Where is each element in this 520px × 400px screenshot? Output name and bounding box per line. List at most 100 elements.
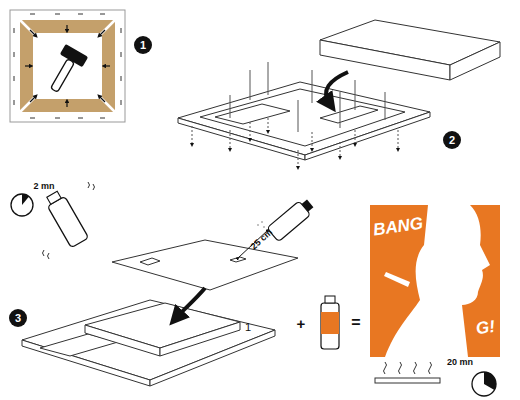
shaken-spray-can — [47, 191, 61, 204]
spray-dots — [257, 221, 265, 228]
lower-frame-with-board — [85, 325, 160, 356]
spray-can — [302, 200, 314, 212]
canvas-frame-top-view — [66, 25, 67, 31]
timer-icon — [22, 194, 29, 205]
canvas-frame-top-view — [30, 118, 35, 119]
canvas-frame-top-view — [10, 10, 125, 122]
canvas-frame-top-view — [25, 25, 110, 107]
canvas-frame-top-view — [14, 14, 121, 118]
canvas-frame-top-view — [55, 14, 60, 15]
distance-label: 25 cm — [250, 227, 275, 251]
heat-plate — [375, 378, 440, 383]
canvas-frame-top-view — [25, 65, 31, 66]
canvas-frame-top-view — [99, 30, 105, 36]
step-badge — [443, 131, 461, 149]
canvas-frame-top-view — [43, 44, 89, 97]
nail-guides — [385, 92, 386, 120]
canvas-frame-top-view — [55, 118, 60, 119]
canvas-frame-top-view — [78, 14, 83, 15]
canvas-frame-top-view — [51, 59, 75, 92]
callout-number: 2 — [449, 135, 455, 146]
finished-poster — [370, 205, 500, 357]
spray-dots — [257, 224, 259, 226]
canvas-frame-top-view — [30, 30, 36, 36]
nail-guides — [340, 92, 341, 128]
frame-and-board — [178, 20, 500, 160]
shaken-spray-can — [43, 189, 88, 247]
nail-guides — [268, 118, 269, 132]
canvas-frame-top-view — [14, 100, 15, 105]
canvas-frame-top-view — [20, 20, 40, 40]
operator-sign: = — [351, 315, 360, 331]
lower-frame-with-board — [22, 300, 275, 380]
canvas-frame-top-view — [121, 52, 122, 57]
frame-and-board — [450, 42, 500, 80]
finished-poster — [370, 205, 500, 357]
nail-guides — [312, 132, 313, 150]
shaken-spray-can — [47, 196, 88, 248]
canvas-frame-top-view — [14, 28, 15, 33]
nail-guides — [298, 150, 299, 168]
stencil-sheet — [112, 240, 298, 290]
canvas-frame-top-view — [121, 100, 122, 105]
canvas-frame-top-view — [20, 20, 115, 112]
step-badge — [9, 309, 27, 327]
poster-text: G! — [474, 317, 495, 336]
nail-guides — [230, 130, 231, 150]
part-number: 1 — [245, 322, 251, 333]
nail-guides — [298, 100, 299, 132]
callout-number: 1 — [140, 40, 146, 51]
canvas-frame-top-view — [99, 96, 105, 102]
spray-dots — [261, 221, 263, 223]
shake-marks — [88, 182, 90, 188]
spray-can — [267, 196, 316, 241]
lower-frame-with-board — [22, 300, 275, 386]
orange-spray-can — [321, 303, 339, 349]
canvas-frame-top-view — [30, 96, 36, 102]
canvas-frame-top-view — [78, 118, 83, 119]
heat-plate — [375, 362, 440, 383]
canvas-frame-top-view — [95, 92, 115, 112]
shake-marks — [43, 250, 45, 256]
orange-spray-can — [321, 312, 339, 334]
canvas-frame-top-view — [95, 20, 115, 40]
shake-marks — [93, 184, 95, 190]
nail-guides — [312, 70, 313, 103]
spray-can — [267, 201, 311, 242]
heat-plate — [414, 362, 417, 374]
canvas-frame-top-view — [30, 14, 35, 15]
canvas-frame-top-view — [20, 20, 115, 112]
heat-plate — [384, 362, 387, 374]
lower-frame-with-board — [160, 322, 240, 356]
finished-poster — [384, 272, 410, 287]
placement-arrow — [176, 288, 205, 318]
nail-guides — [250, 70, 251, 100]
time-label: 20 mn — [447, 358, 473, 367]
time-label: 2 mn — [33, 182, 54, 191]
step-badge — [134, 36, 152, 54]
canvas-frame-top-view — [104, 65, 110, 66]
nail-guides — [340, 142, 341, 158]
nail-guides — [192, 126, 193, 145]
timer-icon — [472, 372, 496, 396]
nail-guides — [398, 130, 399, 150]
canvas-frame-top-view — [121, 76, 122, 81]
canvas-frame-top-view — [121, 28, 122, 33]
stencil-sheet — [140, 258, 160, 265]
canvas-frame-top-view — [10, 10, 125, 122]
heat-plate — [429, 362, 432, 374]
nail-guides — [355, 80, 356, 110]
orange-spray-can — [325, 296, 335, 303]
frame-and-board — [320, 40, 450, 80]
shake-marks — [43, 182, 95, 259]
lower-frame-with-board — [85, 303, 240, 348]
timer-icon — [11, 194, 33, 216]
placement-arrow — [326, 72, 348, 104]
nail-guides — [355, 130, 356, 145]
canvas-frame-top-view — [14, 76, 15, 81]
timer-icon — [472, 372, 496, 396]
shake-marks — [48, 253, 50, 259]
stencil-sheet — [112, 240, 298, 290]
